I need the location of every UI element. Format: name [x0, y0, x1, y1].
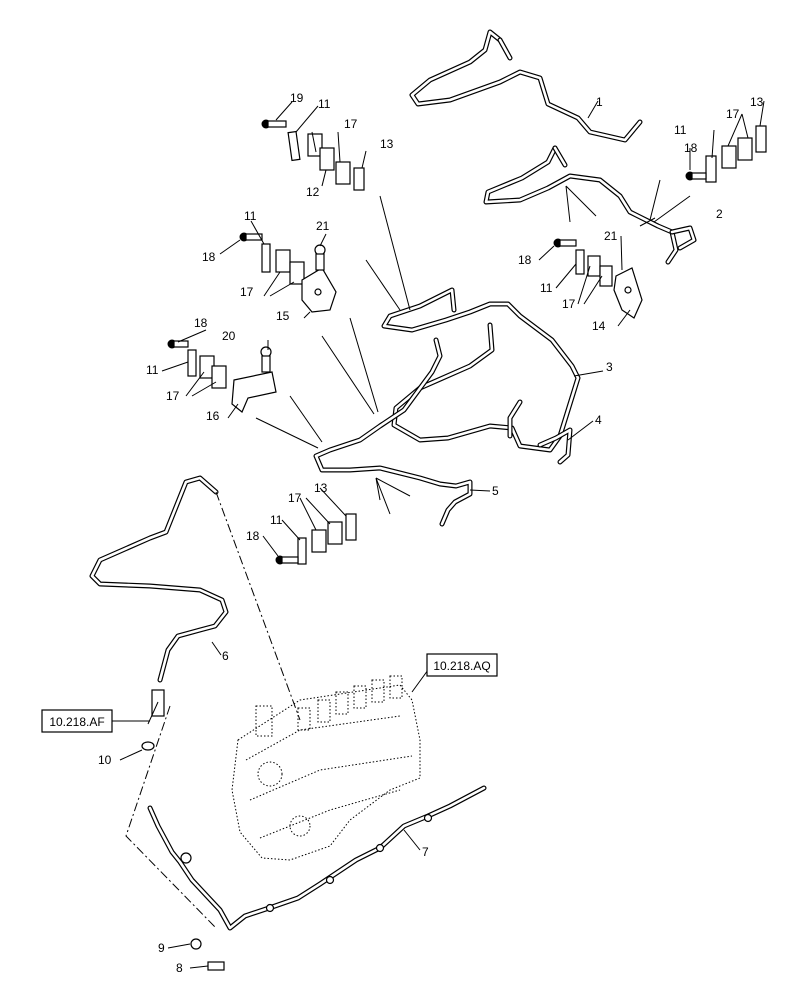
bracket-15[interactable]: [301, 267, 337, 313]
callout-6: 6: [222, 649, 229, 663]
pipe-7[interactable]: [147, 785, 487, 931]
callout-18-right-upper: 18: [684, 141, 698, 155]
pipe-2[interactable]: [483, 145, 697, 265]
reference-box-injection-pump[interactable]: 10.218.AQ: [426, 653, 498, 677]
svg-text:10.218.AF: 10.218.AF: [49, 715, 104, 729]
callout-21-left: 21: [316, 219, 330, 233]
callout-13-top: 13: [380, 137, 394, 151]
callout-15: 15: [276, 309, 290, 323]
clamp-set-right-upper[interactable]: [705, 125, 767, 183]
bolt-18-right-upper[interactable]: [685, 171, 707, 181]
clamp-set-bottom[interactable]: [297, 513, 357, 565]
callout-18-left-upper: 18: [202, 250, 216, 264]
bolt-18-left-middle[interactable]: [167, 339, 189, 349]
clamp-set-left-upper[interactable]: [261, 243, 305, 285]
bolt-18-right-lower[interactable]: [553, 238, 577, 248]
bolt-19[interactable]: [261, 119, 287, 129]
callout-19: 19: [290, 91, 304, 105]
callout-11-left-upper: 11: [244, 209, 257, 223]
callout-4: 4: [595, 413, 602, 427]
pipe-5[interactable]: [313, 337, 473, 527]
injection-pump[interactable]: [231, 675, 421, 861]
callout-11-right-upper: 11: [674, 123, 687, 137]
bolt-21-left[interactable]: [314, 244, 326, 271]
callout-13-right: 13: [750, 95, 764, 109]
callout-14: 14: [592, 319, 606, 333]
callout-17-top: 17: [344, 117, 358, 131]
callout-17-left-upper: 17: [240, 285, 254, 299]
centerline-pipe6-pump: [215, 491, 301, 721]
bracket-16[interactable]: [231, 371, 277, 413]
pipe-3[interactable]: [381, 287, 581, 453]
callout-3: 3: [606, 360, 613, 374]
callout-18-bottom: 18: [246, 529, 260, 543]
callout-17-left-middle: 17: [166, 389, 180, 403]
clamp-set-right-lower[interactable]: [575, 249, 613, 287]
callout-18-right-lower: 18: [518, 253, 532, 267]
callout-5: 5: [492, 484, 499, 498]
callout-20: 20: [222, 329, 236, 343]
callout-1: 1: [596, 95, 603, 109]
callout-11-bottom: 11: [270, 513, 283, 527]
bracket-14[interactable]: [613, 267, 643, 319]
callout-13-bottom: 13: [314, 481, 328, 495]
pipe-4[interactable]: [537, 427, 573, 465]
callout-18-left-middle: 18: [194, 316, 208, 330]
callout-9: 9: [158, 941, 165, 955]
pipe-6[interactable]: [89, 475, 229, 683]
svg-text:10.218.AQ: 10.218.AQ: [433, 659, 490, 673]
callout-17-bottom: 17: [288, 491, 302, 505]
reference-box-fuel-filter[interactable]: 10.218.AF: [41, 709, 113, 733]
callout-2: 2: [716, 207, 723, 221]
bolt-18-left-upper[interactable]: [239, 232, 263, 242]
leader-lines: [119, 100, 765, 969]
clamp-set-left-middle[interactable]: [187, 349, 227, 389]
centerline-fitting-pipe7: [125, 705, 217, 929]
clamp-set-top-center[interactable]: [287, 130, 365, 191]
callout-21-right: 21: [604, 229, 618, 243]
callout-16: 16: [206, 409, 220, 423]
callout-17-right-lower: 17: [562, 297, 576, 311]
callout-8: 8: [176, 961, 183, 975]
pipe-1[interactable]: [409, 29, 643, 143]
callout-11-top: 11: [318, 97, 331, 111]
callout-11-left-middle: 11: [146, 363, 159, 377]
callout-7: 7: [422, 845, 429, 859]
callout-10: 10: [98, 753, 112, 767]
washer-9[interactable]: [190, 938, 202, 950]
callout-11-right-lower: 11: [540, 281, 553, 295]
bolt-20[interactable]: [260, 346, 272, 373]
screw-8[interactable]: [207, 961, 225, 971]
bolt-18-bottom[interactable]: [275, 555, 299, 565]
callout-17-right-upper: 17: [726, 107, 740, 121]
fuel-fitting-10[interactable]: [141, 689, 165, 751]
callout-12: 12: [306, 185, 320, 199]
callout-labels: 1 2 3 4 5 6 7 8 9 10 19 11 17 13 12 11 2…: [98, 91, 764, 975]
